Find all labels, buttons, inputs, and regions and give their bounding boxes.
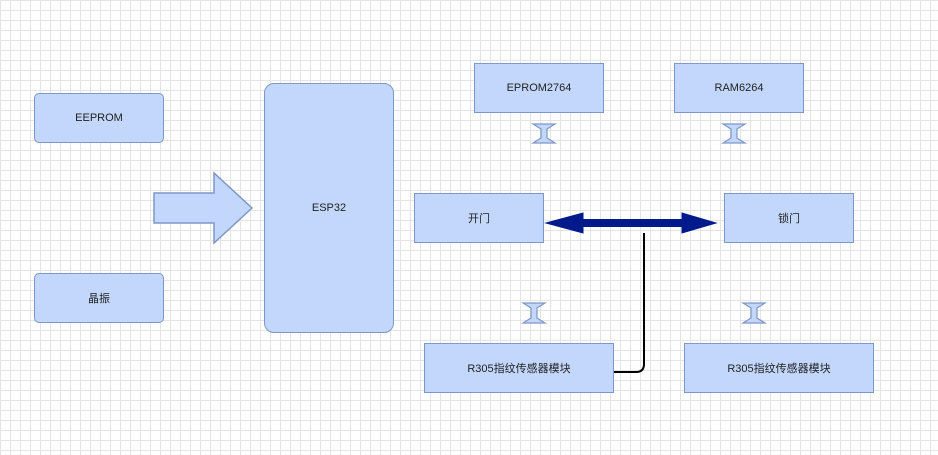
- sensor-right-box[interactable]: R305指纹传感器模块: [684, 343, 874, 393]
- esp32-box[interactable]: ESP32: [264, 83, 394, 333]
- crystal-box[interactable]: 晶振: [34, 273, 164, 323]
- ram-label: RAM6264: [714, 82, 764, 94]
- esp32-label: ESP32: [311, 202, 347, 214]
- double-arrow-ram[interactable]: [720, 123, 748, 144]
- block-arrow-to-esp32[interactable]: [153, 171, 254, 245]
- double-arrow-sensor-right[interactable]: [740, 302, 768, 324]
- lock-door-label: 锁门: [778, 213, 800, 225]
- open-door-box[interactable]: 开门: [414, 193, 544, 243]
- eeprom-box[interactable]: EEPROM: [34, 93, 164, 143]
- double-arrow-eprom[interactable]: [530, 123, 558, 144]
- eprom-label: EPROM2764: [506, 82, 572, 94]
- sensor-left-box[interactable]: R305指纹传感器模块: [424, 343, 614, 393]
- crystal-label: 晶振: [88, 293, 110, 305]
- lock-door-box[interactable]: 锁门: [724, 193, 854, 243]
- sensor-right-label: R305指纹传感器模块: [727, 363, 831, 375]
- eeprom-label: EEPROM: [75, 112, 123, 124]
- double-arrow-sensor-left[interactable]: [520, 302, 548, 324]
- double-arrow-open-lock[interactable]: [544, 212, 718, 234]
- open-door-label: 开门: [468, 213, 490, 225]
- sensor-left-label: R305指纹传感器模块: [467, 363, 571, 375]
- eprom-box[interactable]: EPROM2764: [474, 63, 604, 113]
- ram-box[interactable]: RAM6264: [674, 63, 804, 113]
- connector-sensor-to-arrow[interactable]: [614, 233, 645, 373]
